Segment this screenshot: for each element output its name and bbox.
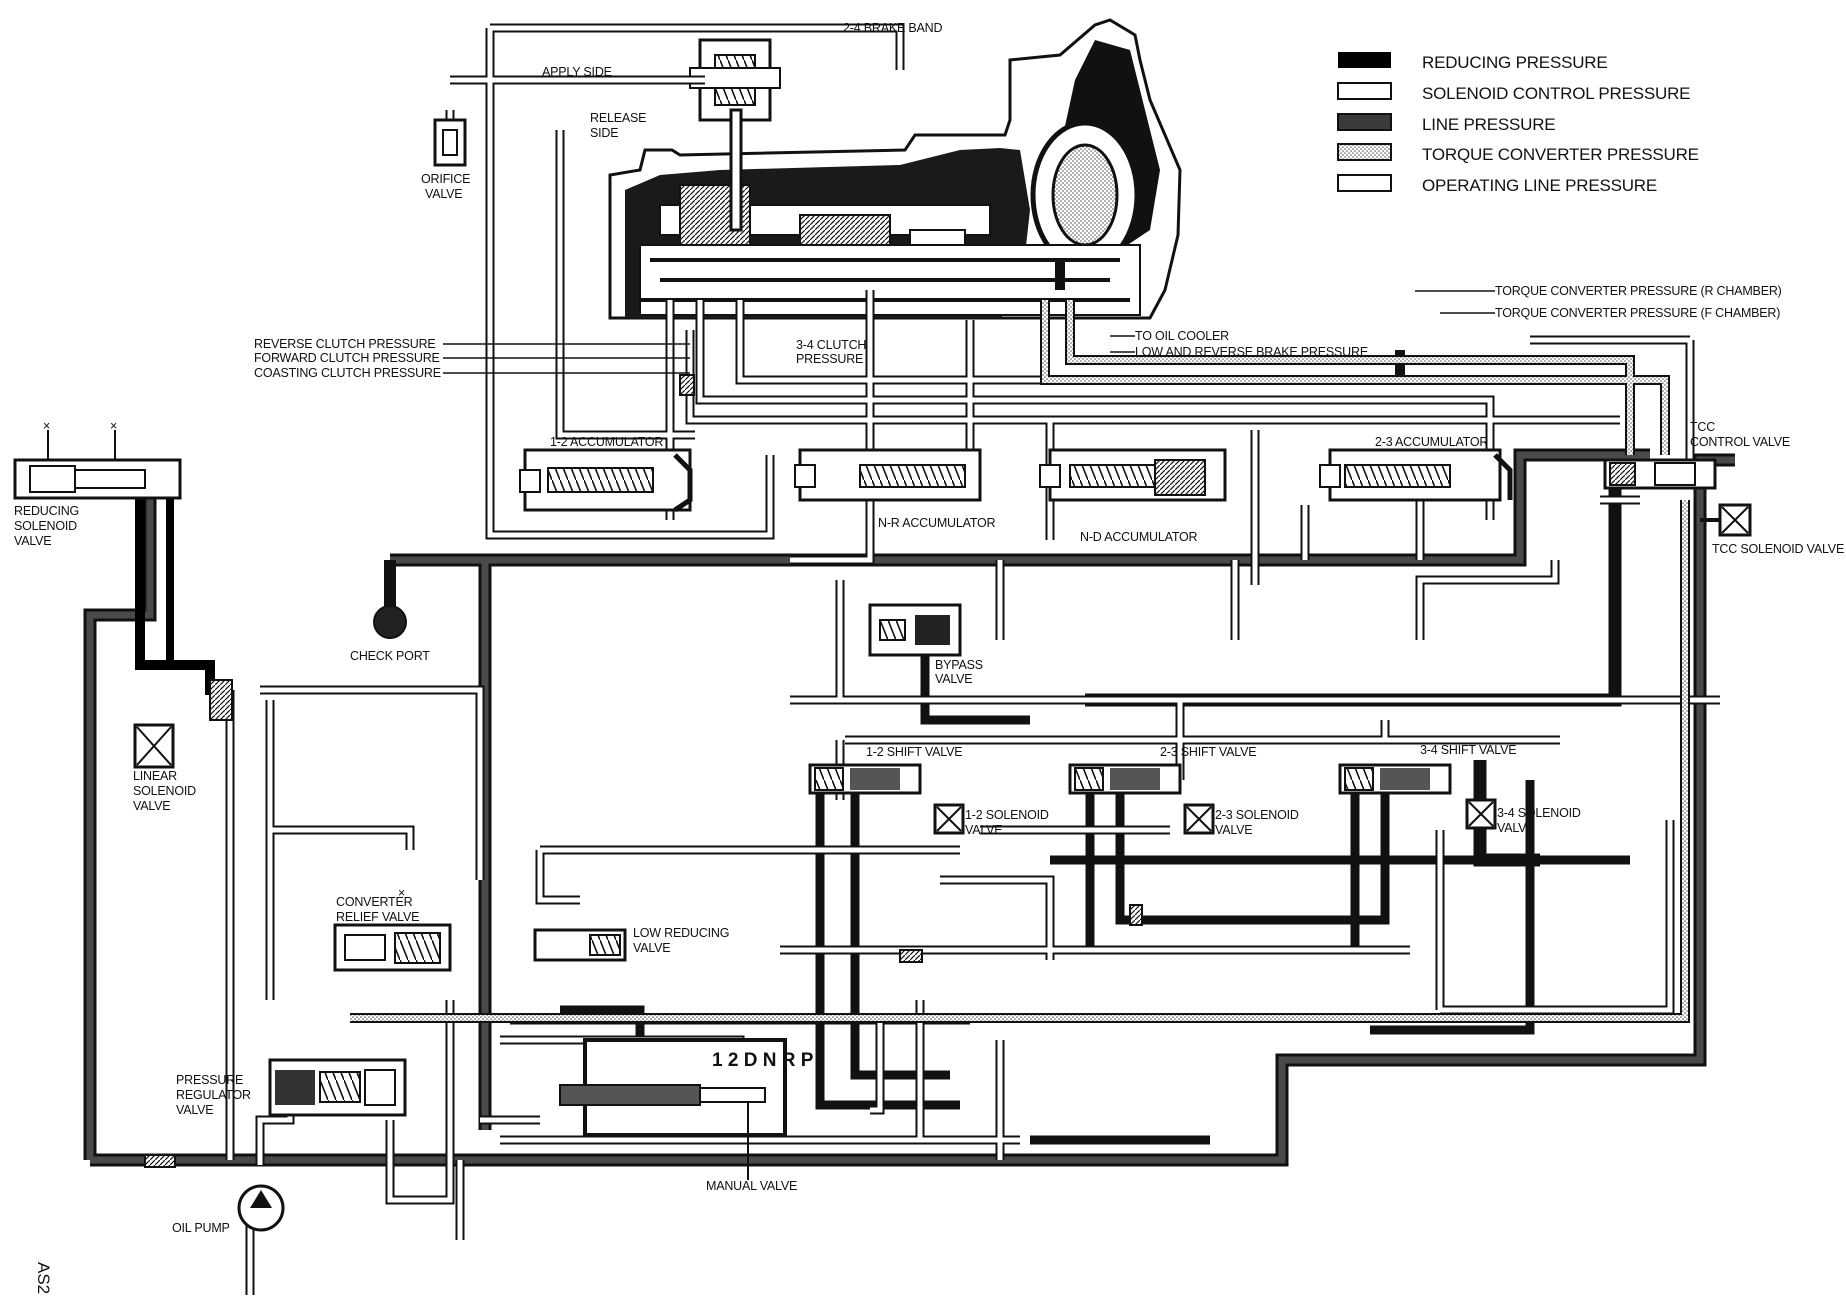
tcc-solenoid-valve [1700, 503, 1752, 537]
label-3-4-clutch-2: PRESSURE [796, 352, 863, 366]
label-reducing-sol-1: REDUCING [14, 504, 79, 518]
legend-swatch-line [1337, 113, 1392, 131]
legend-label-converter: TORQUE CONVERTER PRESSURE [1422, 145, 1699, 164]
torque-converter-circuit [350, 260, 1690, 1023]
legend-label-line: LINE PRESSURE [1422, 115, 1555, 134]
label-tcc-control-2: CONTROL VALVE [1690, 435, 1790, 449]
label-figure-code: AS2 [34, 1262, 53, 1294]
accumulator-2-3 [1319, 448, 1513, 502]
legend-label-operating: OPERATING LINE PRESSURE [1422, 176, 1657, 195]
label-low-reverse: LOW AND REVERSE BRAKE PRESSURE [1135, 345, 1368, 359]
svg-text:×: × [398, 886, 405, 900]
legend-swatch-converter [1337, 143, 1392, 161]
bypass-valve [868, 603, 962, 657]
accumulator-n-r [794, 448, 982, 502]
diagram-labels: 2-4 BRAKE BAND APPLY SIDE RELEASE SIDE O… [14, 21, 1844, 1294]
shift-valve-1-2 [808, 763, 922, 795]
label-coasting-clutch: COASTING CLUTCH PRESSURE [254, 366, 441, 380]
label-pressure-reg-3: VALVE [176, 1103, 213, 1117]
accumulators [519, 448, 1513, 513]
label-sol-1-2-1: 1-2 SOLENOID [965, 808, 1049, 822]
legend-swatch-operating [1337, 174, 1392, 192]
label-release-side-2: SIDE [590, 126, 618, 140]
label-manual-valve: MANUAL VALVE [706, 1179, 797, 1193]
label-acc-1-2: 1-2 ACCUMULATOR [550, 435, 663, 449]
label-acc-n-d: N-D ACCUMULATOR [1080, 530, 1198, 544]
legend: REDUCING PRESSURE SOLENOID CONTROL PRESS… [1337, 52, 1699, 195]
orifice-valve [433, 118, 467, 167]
label-low-reducing-1: LOW REDUCING [633, 926, 729, 940]
label-conv-relief-1: CONVERTER [336, 895, 413, 909]
solenoid-3-4 [1465, 798, 1497, 830]
label-gear-positions: 1 2 D N R P [712, 1050, 814, 1071]
tcc-control-valve [1603, 458, 1717, 490]
shift-valve-2-3 [1068, 763, 1182, 795]
label-acc-2-3: 2-3 ACCUMULATOR [1375, 435, 1488, 449]
legend-swatch-solenoid [1337, 82, 1392, 100]
label-oil-cooler: TO OIL COOLER [1135, 329, 1229, 343]
linear-solenoid-valve [133, 679, 233, 769]
label-pressure-reg-2: REGULATOR [176, 1088, 251, 1102]
legend-swatch-reducing [1338, 52, 1391, 68]
manual-valve [559, 1038, 787, 1180]
pressure-regulator-valve [268, 1058, 407, 1117]
label-linear-1: LINEAR [133, 769, 177, 783]
label-sol-3-4-1: 3-4 SOLENOID [1497, 806, 1581, 820]
label-reducing-sol-2: SOLENOID [14, 519, 77, 533]
label-acc-n-r: N-R ACCUMULATOR [878, 516, 996, 530]
label-brake-band: 2-4 BRAKE BAND [843, 21, 942, 35]
converter-relief-valve [333, 923, 452, 972]
valves: × × [13, 118, 1752, 1232]
label-shift-1-2: 1-2 SHIFT VALVE [866, 745, 962, 759]
legend-label-solenoid: SOLENOID CONTROL PRESSURE [1422, 84, 1690, 103]
label-sol-2-3-2: VALVE [1215, 823, 1252, 837]
oil-pump [237, 1184, 285, 1232]
label-apply-side: APPLY SIDE [542, 65, 612, 79]
label-tc-f-chamber: TORQUE CONVERTER PRESSURE (F CHAMBER) [1495, 306, 1780, 320]
label-3-4-clutch-1: 3-4 CLUTCH [796, 338, 866, 352]
label-reverse-clutch: REVERSE CLUTCH PRESSURE [254, 337, 436, 351]
legend-label-reducing: REDUCING PRESSURE [1422, 53, 1608, 72]
label-forward-clutch: FORWARD CLUTCH PRESSURE [254, 351, 440, 365]
accumulator-1-2 [519, 448, 693, 513]
label-tcc-control-1: TCC [1690, 420, 1715, 434]
svg-text:×: × [110, 419, 117, 433]
solenoid-1-2 [933, 803, 965, 835]
label-bypass-2: VALVE [935, 672, 972, 686]
label-sol-1-2-2: VALVE [965, 823, 1002, 837]
transmission-cross-section [608, 18, 1182, 320]
solenoid-2-3 [1183, 803, 1215, 835]
label-bypass-1: BYPASS [935, 658, 983, 672]
label-orifice-1: ORIFICE [421, 172, 470, 186]
label-linear-2: SOLENOID [133, 784, 196, 798]
accumulator-n-d [1039, 448, 1227, 502]
label-sol-3-4-2: VALVE [1497, 821, 1534, 835]
label-shift-3-4: 3-4 SHIFT VALVE [1420, 743, 1516, 757]
label-low-reducing-2: VALVE [633, 941, 670, 955]
label-tcc-solenoid: TCC SOLENOID VALVE [1712, 542, 1844, 556]
reducing-solenoid-valve: × × [13, 419, 182, 500]
label-pressure-reg-1: PRESSURE [176, 1073, 243, 1087]
svg-text:×: × [43, 419, 50, 433]
label-check-port: CHECK PORT [350, 649, 430, 663]
label-release-side-1: RELEASE [590, 111, 646, 125]
label-linear-3: VALVE [133, 799, 170, 813]
label-conv-relief-2: RELIEF VALVE [336, 910, 419, 924]
shift-valve-3-4 [1338, 763, 1452, 795]
label-oil-pump: OIL PUMP [172, 1221, 230, 1235]
low-reducing-valve [533, 928, 627, 962]
label-tc-r-chamber: TORQUE CONVERTER PRESSURE (R CHAMBER) [1495, 284, 1782, 298]
label-reducing-sol-3: VALVE [14, 534, 51, 548]
label-sol-2-3-1: 2-3 SOLENOID [1215, 808, 1299, 822]
label-shift-2-3: 2-3 SHIFT VALVE [1160, 745, 1256, 759]
label-orifice-2: VALVE [425, 187, 462, 201]
